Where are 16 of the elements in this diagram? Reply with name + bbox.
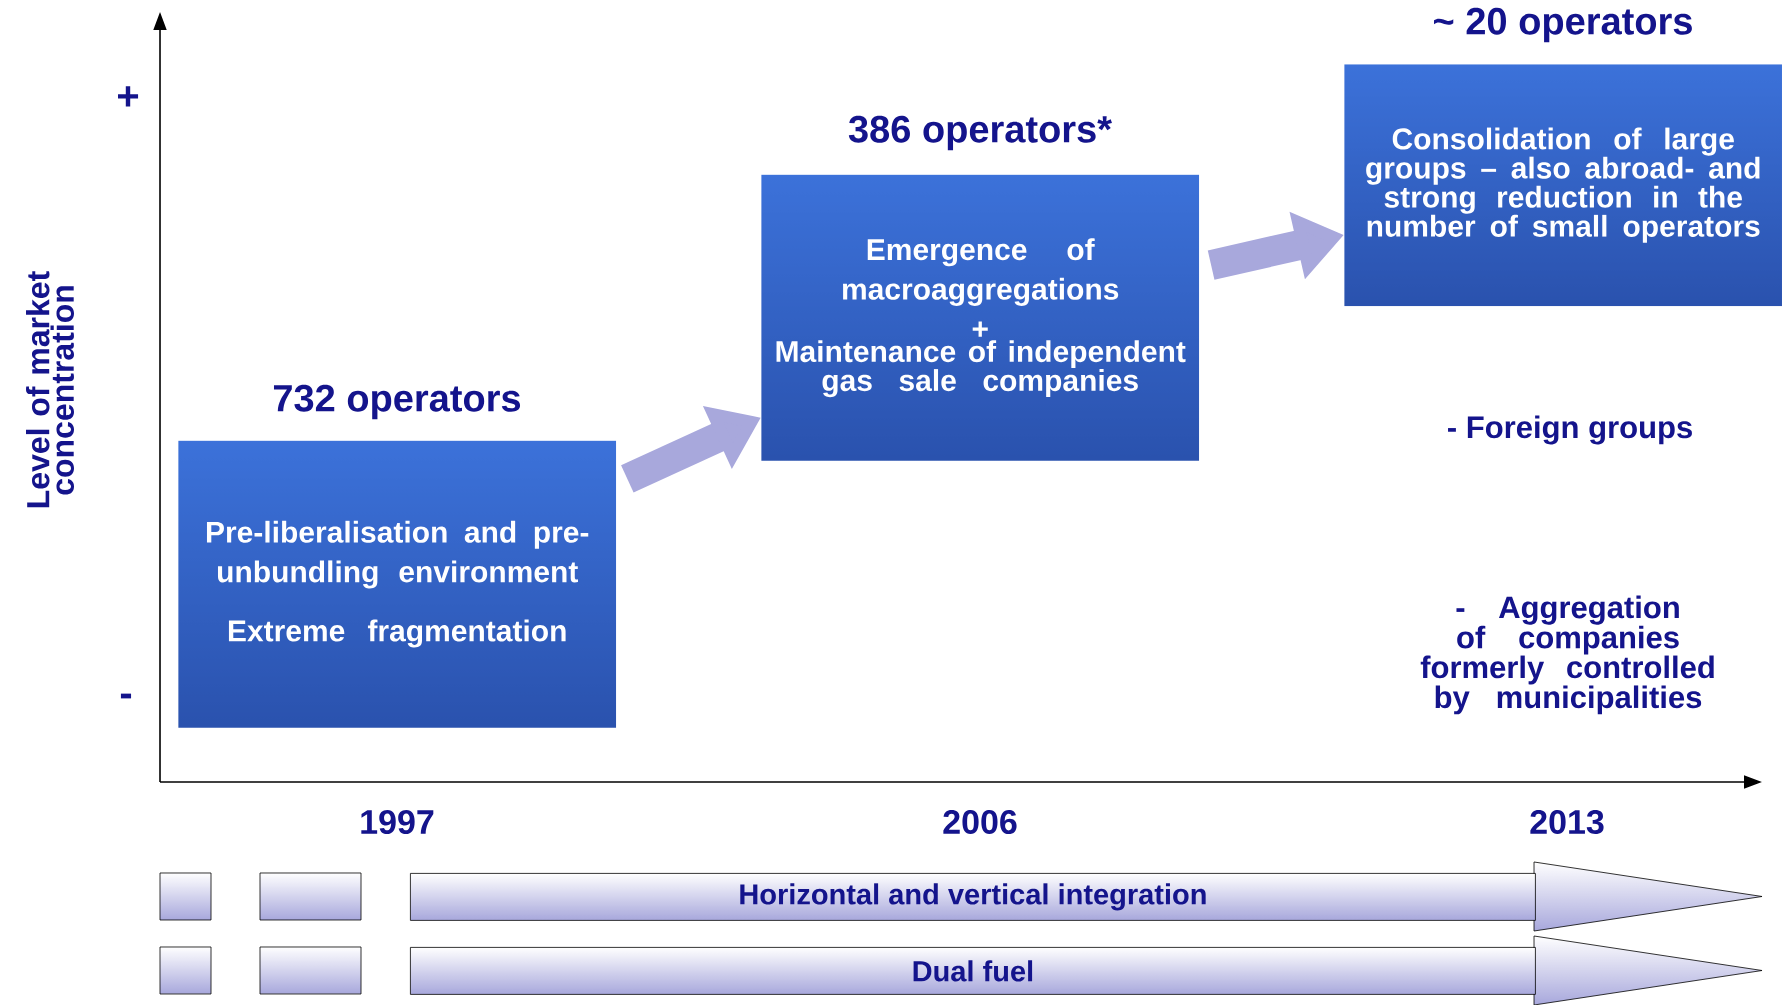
year-label: 1997: [361, 809, 434, 835]
axis-label: +: [118, 86, 139, 107]
note-text: - Aggregation of companies formerly controlled by municipalities: [1420, 595, 1714, 715]
node-label: ~ 20 operators: [1434, 7, 1692, 43]
year-label: 2013: [1530, 809, 1604, 835]
text-box: ~ 20 operators Consolidation of large groups – also abroad- and strong reduction in the number of small operators: [1344, 7, 1782, 307]
axis-title: Level of market concentration: [26, 271, 74, 508]
node-label: 732 operators: [273, 384, 521, 420]
text-box: 732 operators Pre-liberalisation and pre-unbundling environment Extreme fragmentation: [178, 384, 617, 728]
note-text: - Foreign groups: [1448, 415, 1692, 445]
axis-label: -: [120, 693, 132, 699]
text-box: 386 operators* Emergence of macroaggregations + Maintenance of independent gas sale companies: [761, 115, 1200, 461]
arrow-band: Horizontal and vertical integration: [410, 861, 1763, 932]
year-label: 2006: [943, 809, 1017, 835]
arrow-band: Dual fuel: [410, 935, 1763, 1005]
node-label: 386 operators*: [848, 115, 1112, 151]
